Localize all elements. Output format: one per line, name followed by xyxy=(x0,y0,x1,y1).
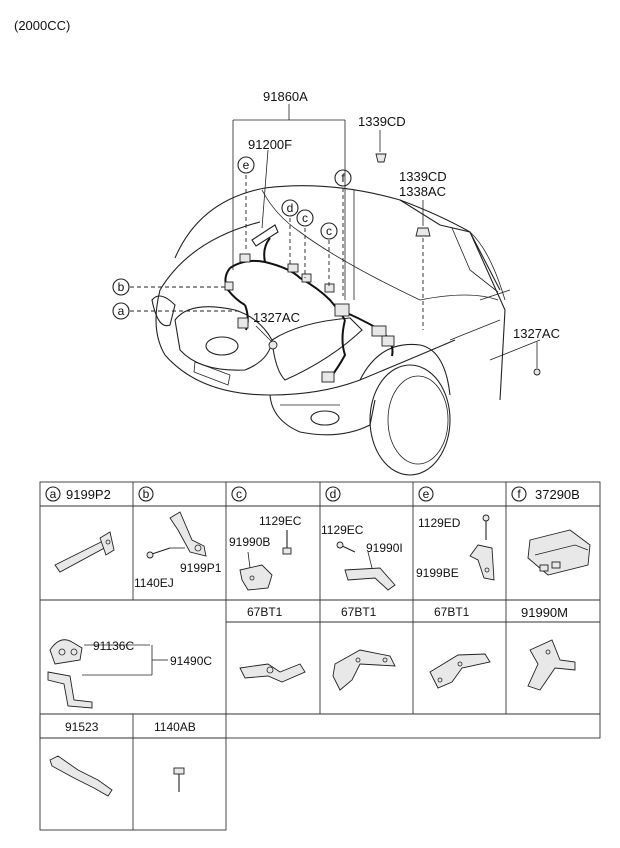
callout-bolt-right: 1327AC xyxy=(513,326,560,341)
header-cell-a: a 9199P2 xyxy=(45,486,111,502)
part-e-bracket: 9199BE xyxy=(416,566,459,580)
header-cell-c: c xyxy=(231,486,247,502)
callout-bolt-left: 1327AC xyxy=(253,310,300,325)
ref-letter-b: b xyxy=(112,278,130,296)
row2-header-3: 67BT1 xyxy=(434,605,470,619)
part-drawing-d xyxy=(336,541,396,591)
svg-text:e: e xyxy=(243,158,250,172)
part-drawing-f xyxy=(527,529,591,576)
part-c-bracket: 91990B xyxy=(229,535,270,549)
header-cell-f: f 37290B xyxy=(511,486,580,502)
svg-text:b: b xyxy=(118,280,125,294)
part-drawing-67bt1-a xyxy=(239,663,306,683)
part-c-bolt: 1129EC xyxy=(259,514,302,528)
part-d-bracket: 91990I xyxy=(366,541,403,555)
ref-letter-c-2: c xyxy=(320,222,338,240)
svg-text:9199P2: 9199P2 xyxy=(66,487,111,502)
part-b-bolt: 1140EJ xyxy=(134,576,174,590)
wiring-harness xyxy=(224,153,541,383)
part-bracket-assy-code: 91490C xyxy=(170,654,212,668)
part-clamp-code: 91136C xyxy=(93,639,134,653)
svg-text:a: a xyxy=(50,487,57,501)
part-drawing-b xyxy=(146,511,207,559)
header-cell-e: e xyxy=(418,486,434,502)
ref-letter-f: f xyxy=(334,169,352,187)
row2-header-1: 67BT1 xyxy=(247,605,283,619)
part-drawing-91523 xyxy=(49,755,113,797)
part-d-bolt: 1129EC xyxy=(321,523,364,537)
ref-letter-c-1: c xyxy=(296,209,314,227)
svg-text:c: c xyxy=(236,487,242,501)
part-drawing-67bt1-c xyxy=(429,653,491,689)
part-drawing-91990m xyxy=(527,639,576,691)
parts-table xyxy=(39,481,601,831)
header-cell-d: d xyxy=(325,486,341,502)
row3-header-1: 91523 xyxy=(65,720,99,734)
svg-text:d: d xyxy=(287,201,294,215)
svg-text:f: f xyxy=(517,487,521,501)
callout-leaders xyxy=(130,104,538,368)
callout-sub-harness: 91200F xyxy=(248,137,292,152)
part-drawing-c xyxy=(239,530,292,591)
part-drawing-67bt1-b xyxy=(332,649,396,691)
callout-clip-top: 1339CD xyxy=(358,114,406,129)
row3-header-2: 1140AB xyxy=(154,720,196,734)
part-drawing-a xyxy=(54,531,115,573)
svg-text:d: d xyxy=(330,487,337,501)
svg-text:f: f xyxy=(341,171,345,185)
vehicle-front-illustration xyxy=(151,185,541,476)
part-drawing-1140ab xyxy=(173,767,185,792)
svg-text:c: c xyxy=(302,211,308,225)
svg-text:b: b xyxy=(143,487,150,501)
part-e-bolt: 1129ED xyxy=(418,516,461,530)
svg-text:c: c xyxy=(326,224,332,238)
row2-header-4: 91990M xyxy=(521,605,568,620)
engine-note: (2000CC) xyxy=(14,18,70,33)
callout-harness: 91860A xyxy=(263,89,308,104)
ref-letter-e: e xyxy=(237,156,255,174)
ref-letter-a: a xyxy=(112,302,130,320)
ref-letter-d: d xyxy=(281,199,299,217)
part-b-bracket: 9199P1 xyxy=(180,561,222,575)
svg-text:e: e xyxy=(423,487,430,501)
header-cell-b: b xyxy=(138,486,154,502)
part-drawing-e xyxy=(469,514,495,581)
svg-text:37290B: 37290B xyxy=(535,487,580,502)
callout-clip-mid-2: 1338AC xyxy=(399,184,446,199)
svg-text:a: a xyxy=(118,304,125,318)
row2-header-2: 67BT1 xyxy=(341,605,377,619)
callout-clip-mid-1: 1339CD xyxy=(399,169,447,184)
part-drawing-clamp xyxy=(47,639,168,709)
